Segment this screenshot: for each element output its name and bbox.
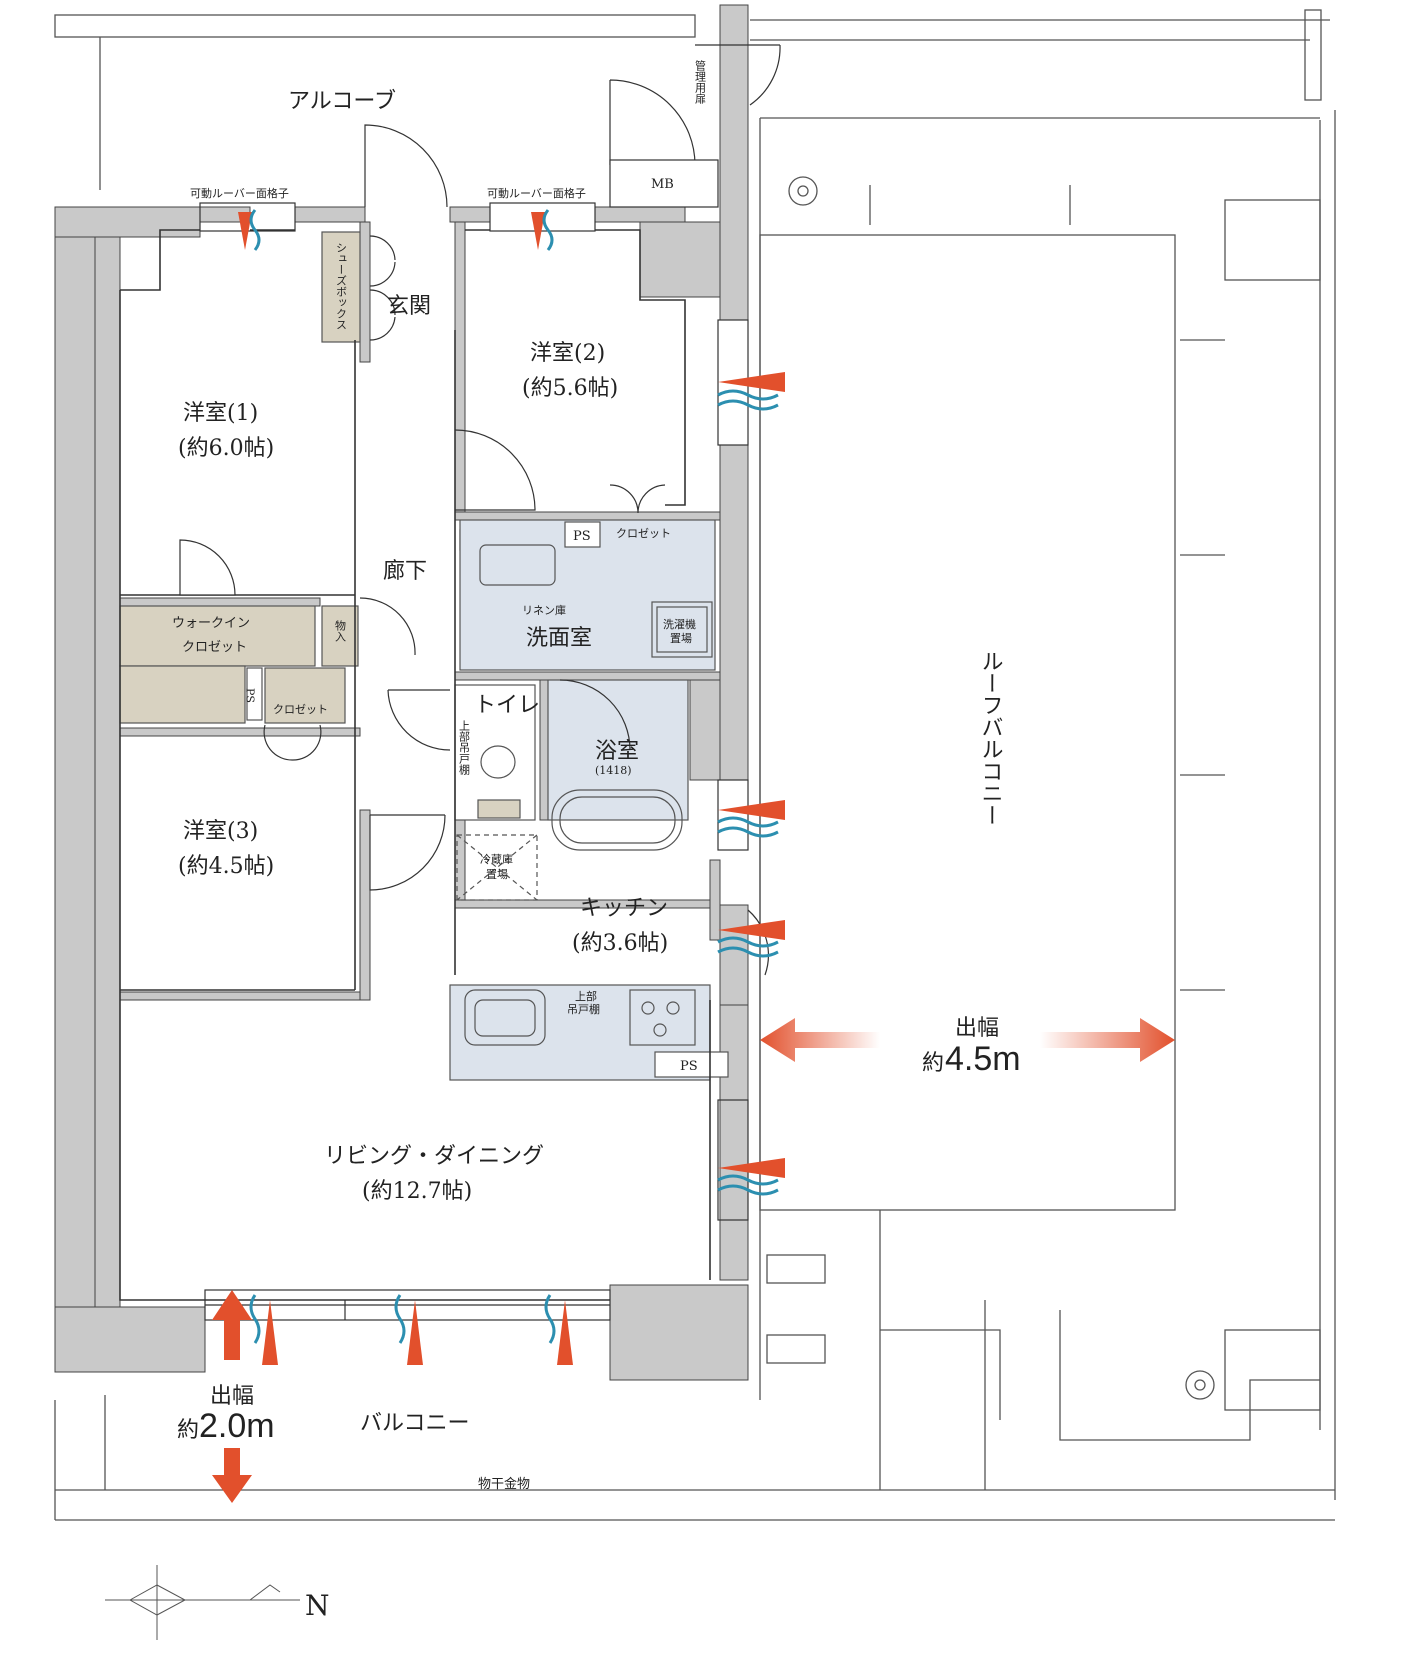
balcony-label: バルコニー — [360, 1411, 470, 1436]
mgmt-door-label: 管理用扉 — [694, 59, 707, 105]
washer-line1: 洗濯機 — [663, 617, 696, 631]
alcove-label: アルコーブ — [288, 89, 396, 114]
kitchen-upper-line1: 上部 — [575, 989, 597, 1003]
washer-line2: 置場 — [670, 632, 692, 645]
roof-depth-label: 出幅 — [955, 1016, 999, 1041]
balcony-depth-prefix: 約 — [177, 1418, 199, 1443]
walkin-line2: クロゼット — [182, 640, 247, 655]
fridge-line1: 冷蔵庫 — [480, 852, 513, 866]
roof-depth-value: 4.5m — [945, 1040, 1021, 1078]
closet-left-label: クロゼット — [273, 703, 328, 716]
linen-label: リネン庫 — [522, 603, 566, 617]
walls — [54, 4, 749, 1381]
outer-railings — [54, 9, 1336, 1521]
room1-size: (約6.0帖) — [178, 436, 274, 461]
balcony-depth-label: 出幅 — [210, 1384, 254, 1409]
roof-balcony-area — [759, 117, 1321, 1490]
mb-label: MB — [651, 177, 674, 192]
balcony-depth-value: 2.0m — [199, 1407, 275, 1445]
louver-left-label: 可動ルーバー面格子 — [190, 186, 289, 200]
room-outlines — [119, 229, 711, 1301]
toilet-label: トイレ — [474, 693, 540, 718]
upper-cabinet-label: 上部吊戸棚 — [458, 720, 471, 776]
doors — [179, 44, 781, 1320]
fixtures — [246, 521, 729, 1078]
drying-hardware-label: 物干金物 — [478, 1476, 530, 1492]
room2-size: (約5.6帖) — [522, 376, 618, 401]
washroom-label: 洗面室 — [526, 626, 592, 651]
roof-balcony-label: ルーフバルコニー — [978, 650, 1003, 826]
labels: アルコーブ 可動ルーバー面格子 可動ルーバー面格子 管理用扉 MB シューズボッ… — [172, 59, 1021, 1622]
roof-depth-prefix: 約 — [922, 1051, 944, 1076]
storage-label: 物入 — [334, 619, 347, 642]
kitchen-size: (約3.6帖) — [572, 931, 668, 956]
compass-letter: N — [305, 1589, 330, 1622]
louver-right-label: 可動ルーバー面格子 — [487, 186, 586, 200]
fridge-line2: 置場 — [486, 868, 508, 881]
ps-mid-label: PS — [244, 688, 257, 703]
roof-depth-arrow — [760, 1018, 1175, 1062]
windows — [199, 202, 749, 1321]
bathroom-label: 浴室 — [595, 739, 639, 764]
ps-top-label: PS — [573, 529, 591, 544]
room3-name: 洋室(3) — [183, 819, 258, 844]
room3-size: (約4.5帖) — [178, 854, 274, 879]
compass-icon — [105, 1565, 300, 1640]
hallway-label: 廊下 — [383, 559, 427, 584]
closet-right-label: クロゼット — [616, 527, 671, 540]
room2-name: 洋室(2) — [530, 341, 605, 366]
ps-kitchen-label: PS — [680, 1059, 698, 1074]
kitchen-upper-line2: 吊戸棚 — [567, 1002, 600, 1016]
room1-name: 洋室(1) — [183, 401, 258, 426]
living-name: リビング・ダイニング — [324, 1144, 544, 1169]
kitchen-name: キッチン — [580, 896, 668, 921]
entrance-label: 玄関 — [387, 294, 431, 319]
balcony-depth-arrow — [212, 1290, 252, 1503]
shoe-box-label: シューズボックス — [335, 242, 348, 330]
ventilation-arrows — [238, 209, 785, 1365]
living-size: (約12.7帖) — [362, 1179, 472, 1204]
walkin-line1: ウォークイン — [172, 616, 250, 631]
bath-size-label: (1418) — [595, 764, 632, 777]
